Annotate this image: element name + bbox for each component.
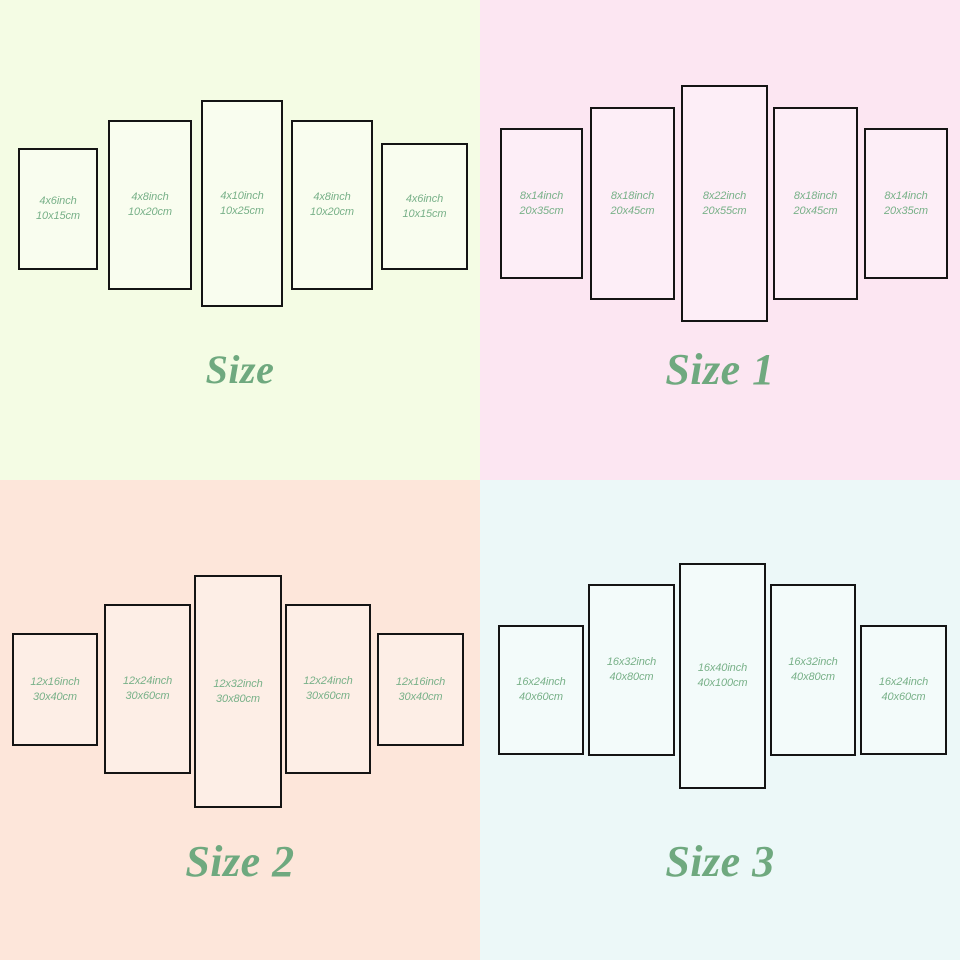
canvas-panel[interactable]: 12x24inch 30x60cm <box>285 604 371 774</box>
panel-size-inch: 12x16inch <box>395 675 446 688</box>
size-option-top-left[interactable]: 4x6inch 10x15cm 4x8inch 10x20cm 4x10inch 10x2… <box>0 0 480 480</box>
panel-group-top-right: 8x14inch 20x35cm 8x18inch 20x45cm 8x22inch 20… <box>480 0 960 480</box>
panel-size-inch: 16x40inch <box>697 662 748 675</box>
panel-size-cm: 30x80cm <box>216 692 260 705</box>
panel-size-label: 8x22inch 20x55cm <box>703 189 747 218</box>
canvas-panel[interactable]: 16x24inch 40x60cm <box>498 625 584 755</box>
canvas-panel[interactable]: 12x32inch 30x80cm <box>194 575 282 808</box>
panel-size-cm: 20x35cm <box>519 204 564 217</box>
canvas-panel[interactable]: 16x40inch 40x100cm <box>679 563 766 789</box>
panel-size-cm: 20x35cm <box>884 204 928 217</box>
panel-size-label: 8x14inch 20x35cm <box>884 189 928 218</box>
panel-size-cm: 10x15cm <box>36 210 80 222</box>
size-option-bottom-left[interactable]: 12x16inch 30x40cm 12x24inch 30x60cm 12x32inc… <box>0 480 480 960</box>
canvas-panel[interactable]: 4x8inch 10x20cm <box>291 120 373 290</box>
panel-size-inch: 8x14inch <box>519 189 564 202</box>
panel-size-label: 4x6inch 10x15cm <box>36 194 80 223</box>
panel-size-cm: 30x60cm <box>306 690 350 702</box>
panel-size-inch: 4x6inch <box>405 192 444 205</box>
canvas-panel[interactable]: 8x18inch 20x45cm <box>590 107 675 300</box>
panel-size-label: 4x10inch 10x25cm <box>220 189 264 218</box>
panel-size-label: 16x24inch 40x60cm <box>516 675 565 704</box>
panel-size-cm: 40x80cm <box>609 671 654 683</box>
panel-size-inch: 4x8inch <box>131 191 169 204</box>
panel-size-cm: 40x80cm <box>791 671 835 683</box>
panel-size-inch: 16x24inch <box>516 676 566 689</box>
panel-size-label: 16x40inch 40x100cm <box>698 661 748 690</box>
panel-group-top-left: 4x6inch 10x15cm 4x8inch 10x20cm 4x10inch 10x2… <box>0 0 480 480</box>
panel-size-label: 8x18inch 20x45cm <box>611 189 655 218</box>
panel-size-cm: 40x60cm <box>519 691 563 703</box>
panel-size-inch: 8x18inch <box>793 189 838 202</box>
canvas-panel[interactable]: 12x24inch 30x60cm <box>104 604 191 774</box>
panel-size-label: 16x32inch 40x80cm <box>788 655 837 684</box>
canvas-panel[interactable]: 16x24inch 40x60cm <box>860 625 947 755</box>
panel-size-inch: 12x24inch <box>122 675 173 688</box>
panel-size-inch: 12x24inch <box>303 675 353 688</box>
panel-size-inch: 12x16inch <box>30 675 80 688</box>
panel-size-cm: 10x20cm <box>310 206 354 218</box>
panel-size-inch: 4x8inch <box>313 191 351 204</box>
size-option-top-right[interactable]: 8x14inch 20x35cm 8x18inch 20x45cm 8x22inch 20… <box>480 0 960 480</box>
canvas-panel[interactable]: 8x14inch 20x35cm <box>500 128 583 279</box>
panel-size-inch: 16x32inch <box>788 656 838 669</box>
panel-size-label: 16x32inch 40x80cm <box>607 655 656 684</box>
panel-size-cm: 10x15cm <box>402 207 447 220</box>
panel-size-label: 16x24inch 40x60cm <box>879 675 928 704</box>
panel-size-inch: 8x18inch <box>610 189 655 202</box>
canvas-panel[interactable]: 8x18inch 20x45cm <box>773 107 858 300</box>
canvas-panel[interactable]: 4x6inch 10x15cm <box>18 148 98 270</box>
panel-size-inch: 12x32inch <box>213 677 263 690</box>
panel-size-cm: 30x40cm <box>398 690 443 703</box>
canvas-panel[interactable]: 16x32inch 40x80cm <box>770 584 856 756</box>
panel-size-label: 12x16inch 30x40cm <box>30 675 79 704</box>
panel-size-cm: 10x20cm <box>128 206 172 218</box>
panel-size-inch: 8x22inch <box>702 189 747 202</box>
canvas-panel[interactable]: 12x16inch 30x40cm <box>377 633 464 746</box>
panel-size-cm: 40x100cm <box>697 677 748 689</box>
canvas-panel[interactable]: 16x32inch 40x80cm <box>588 584 675 756</box>
panel-size-cm: 30x40cm <box>33 690 77 703</box>
panel-size-label: 12x24inch 30x60cm <box>123 674 172 703</box>
panel-size-label: 4x8inch 10x20cm <box>310 190 354 219</box>
panel-size-inch: 4x10inch <box>220 189 264 202</box>
panel-group-bottom-right: 16x24inch 40x60cm 16x32inch 40x80cm 16x40inc… <box>480 480 960 960</box>
panel-size-inch: 16x24inch <box>878 676 929 689</box>
panel-size-label: 12x24inch 30x60cm <box>303 674 352 703</box>
size-option-title: Size 1 <box>665 345 775 394</box>
panel-size-cm: 10x25cm <box>220 204 264 217</box>
size-option-title: Size 2 <box>185 837 295 886</box>
canvas-panel[interactable]: 8x22inch 20x55cm <box>681 85 768 322</box>
panel-size-label: 8x18inch 20x45cm <box>794 189 838 218</box>
size-option-title: Size <box>205 347 275 392</box>
panel-size-label: 12x32inch 30x80cm <box>213 677 262 706</box>
panel-size-label: 4x8inch 10x20cm <box>128 190 172 219</box>
panel-size-inch: 16x32inch <box>606 656 657 669</box>
panel-size-label: 8x14inch 20x35cm <box>520 189 564 218</box>
panel-size-cm: 20x45cm <box>793 204 838 217</box>
panel-group-bottom-left: 12x16inch 30x40cm 12x24inch 30x60cm 12x32inc… <box>0 480 480 960</box>
panel-size-cm: 20x55cm <box>702 204 747 217</box>
panel-size-label: 12x16inch 30x40cm <box>396 675 445 704</box>
size-option-title: Size 3 <box>665 837 775 886</box>
size-option-bottom-right[interactable]: 16x24inch 40x60cm 16x32inch 40x80cm 16x40inc… <box>480 480 960 960</box>
canvas-panel[interactable]: 4x10inch 10x25cm <box>201 100 283 307</box>
canvas-panel[interactable]: 8x14inch 20x35cm <box>864 128 948 279</box>
panel-size-cm: 30x60cm <box>125 690 170 702</box>
panel-size-label: 4x6inch 10x15cm <box>403 192 447 221</box>
panel-size-cm: 20x45cm <box>610 204 655 217</box>
canvas-panel[interactable]: 12x16inch 30x40cm <box>12 633 98 746</box>
canvas-panel[interactable]: 4x6inch 10x15cm <box>381 143 468 270</box>
panel-size-inch: 4x6inch <box>39 195 77 208</box>
panel-size-inch: 8x14inch <box>884 189 928 202</box>
panel-size-cm: 40x60cm <box>881 691 926 703</box>
canvas-panel[interactable]: 4x8inch 10x20cm <box>108 120 192 290</box>
